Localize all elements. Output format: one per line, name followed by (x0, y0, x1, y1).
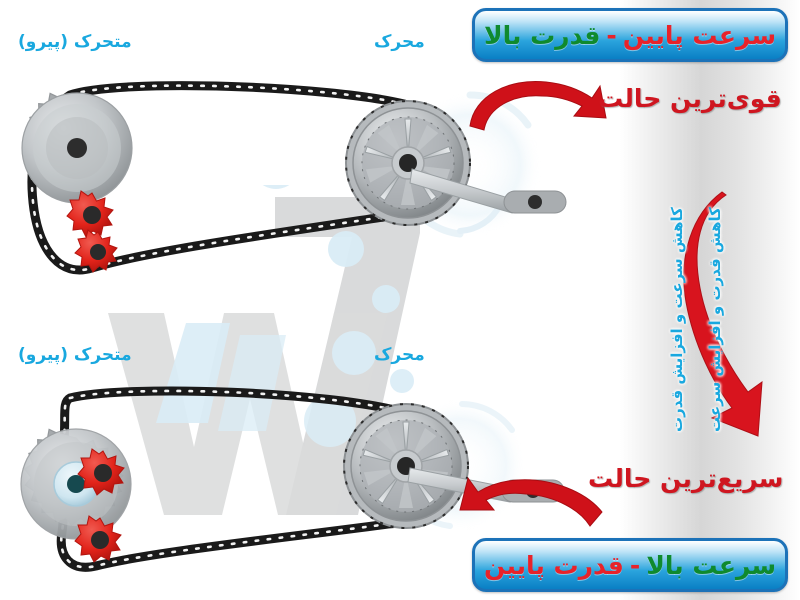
derailleur-pulley-top-2 (74, 229, 118, 273)
crankset-top (345, 100, 567, 226)
crank-arm-top (409, 168, 567, 214)
label-driven-top: متحرک (پیرو) (18, 32, 132, 52)
label-driver-bottom: محرک (374, 345, 425, 365)
hub-center (67, 138, 87, 158)
rear-sprocket-top (21, 92, 133, 204)
bottom-bracket-center (399, 154, 417, 172)
banner-bottom-separator: - (629, 550, 641, 580)
caption-strongest-mode: قوی‌ترین حالت (598, 84, 782, 113)
curved-arrow-down-icon (683, 191, 763, 437)
vertical-caption-power-up: کاهش سرعت و افزایش قدرت (668, 207, 686, 432)
banner-top-separator: - (606, 20, 617, 50)
caption-fastest-mode: سریع‌ترین حالت (588, 464, 784, 493)
derailleur-pulley-top-1 (66, 190, 114, 238)
right-gradient-panel (620, 0, 800, 600)
banner-top-speed-text: سرعت پایین (622, 20, 777, 50)
banner-bottom-speed-text: سرعت بالا (646, 550, 777, 580)
vertical-caption-speed-up: کاهش قدرت و افزایش سرعت (706, 207, 724, 432)
derailleur-pulley-bottom-2 (74, 515, 122, 563)
banner-bottom-power-text: قدرت پایین (483, 550, 624, 580)
banner-low-speed-high-power: سرعت پایین - قدرت بالا (472, 8, 788, 62)
banner-top-power-text: قدرت بالا (483, 20, 601, 50)
curved-arrow-left-icon (459, 476, 603, 527)
label-driver-top: محرک (374, 32, 425, 52)
curved-arrow-right-icon (469, 80, 607, 131)
banner-high-speed-low-power: سرعت بالا - قدرت پایین (472, 538, 788, 592)
label-driven-bottom: متحرک (پیرو) (18, 345, 132, 365)
